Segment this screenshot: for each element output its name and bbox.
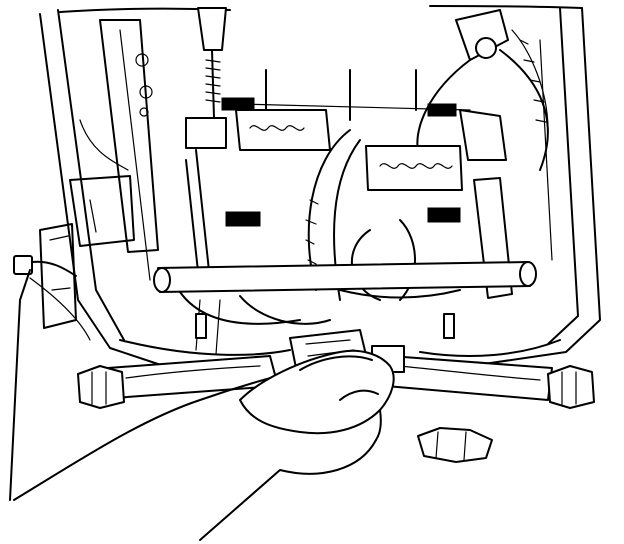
knob-icon	[77, 365, 125, 409]
knob-icon	[547, 365, 595, 409]
left-rod	[9, 269, 31, 501]
gear-drives	[185, 149, 461, 291]
knob-icon	[417, 427, 493, 463]
lower-curve-left	[119, 339, 291, 356]
hand-icon	[13, 349, 395, 541]
top-adjuster	[197, 7, 227, 119]
left-harness	[13, 223, 91, 341]
lower-curve-right	[419, 339, 561, 357]
right-harness	[416, 9, 549, 171]
motor-right	[365, 103, 463, 191]
motor-left	[185, 97, 331, 151]
seat-frame	[39, 5, 601, 369]
cross-tube	[153, 261, 537, 293]
lower-wiring	[179, 289, 461, 355]
left-side-bracket	[69, 19, 159, 253]
